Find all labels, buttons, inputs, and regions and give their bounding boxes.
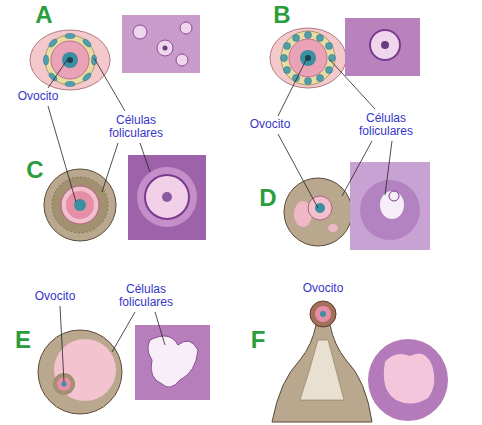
part-label: Células foliculares	[115, 283, 177, 309]
part-label: Células foliculares	[355, 112, 417, 138]
tertiary-follicle	[284, 178, 352, 246]
stage-letter: C	[26, 157, 43, 183]
ovulating-follicle	[272, 301, 372, 422]
antral-follicle	[38, 330, 122, 414]
primary-follicle	[270, 28, 346, 88]
part-label: Ovocito	[18, 90, 59, 103]
histology-photo	[368, 339, 448, 421]
stage-letter: D	[259, 185, 276, 211]
part-label: Ovocito	[35, 290, 76, 303]
primordial-follicle	[30, 30, 110, 90]
part-label: Ovocito	[303, 282, 344, 295]
part-label: Células foliculares	[105, 114, 167, 140]
stage-letter: A	[35, 2, 52, 28]
stage-letter: E	[15, 327, 31, 353]
histology-photo	[122, 15, 200, 73]
leader-lines	[48, 58, 392, 382]
part-label: Ovocito	[250, 118, 291, 131]
histology-photo	[350, 162, 430, 250]
stage-letter: F	[251, 327, 266, 353]
stage-letter: B	[273, 2, 290, 28]
secondary-follicle	[44, 169, 116, 241]
histology-photo	[135, 325, 210, 400]
histology-photo	[345, 18, 420, 76]
histology-photo	[128, 155, 206, 240]
